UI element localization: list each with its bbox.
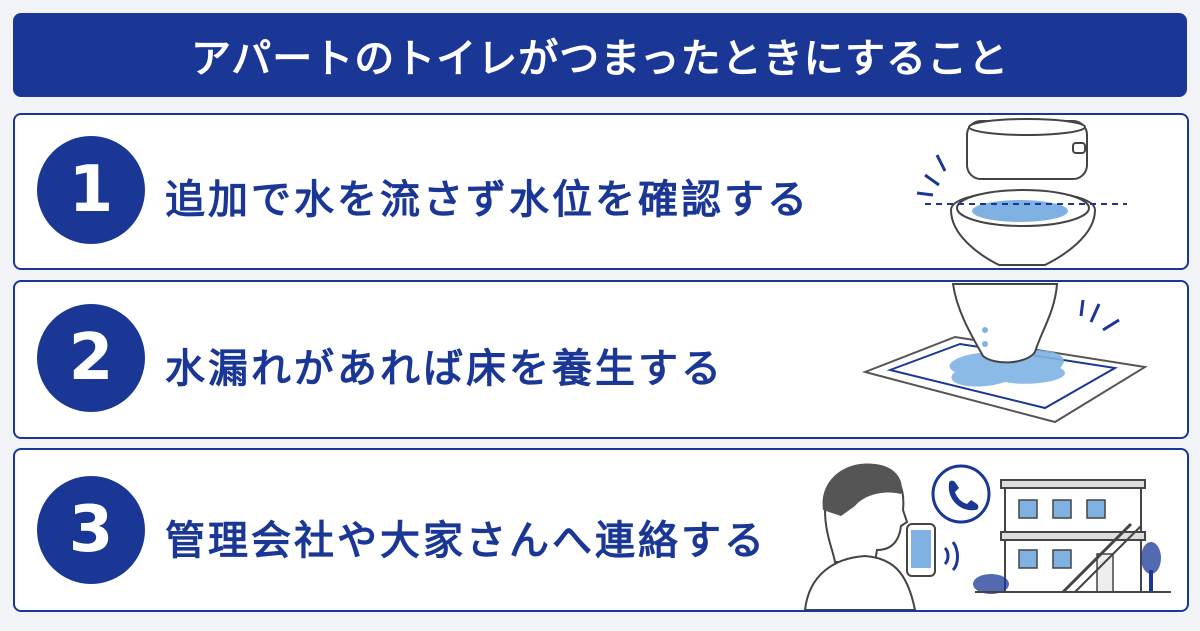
step-card-2: 2 水漏れがあれば床を養生する — [13, 280, 1189, 439]
step-number-badge: 2 — [37, 304, 145, 412]
step-text: 追加で水を流さず水位を確認する — [165, 177, 810, 223]
title-banner: アパートのトイレがつまったときにすること — [13, 13, 1187, 97]
person-calling-landlord-icon — [803, 463, 1171, 610]
page-title: アパートのトイレがつまったときにすること — [191, 36, 1009, 82]
step-number: 1 — [68, 153, 114, 227]
toilet-water-level-icon — [916, 118, 1127, 266]
toilet-floor-protection-icon — [861, 283, 1148, 424]
step-number-badge: 3 — [37, 476, 145, 584]
step-number-badge: 1 — [37, 136, 145, 244]
step-card-3: 3 管理会社や大家さんへ連絡する — [13, 448, 1189, 612]
step-text: 水漏れがあれば床を養生する — [165, 346, 724, 392]
step-card-1: 1 追加で水を流さず水位を確認する — [13, 113, 1189, 270]
step-number: 3 — [68, 493, 114, 567]
step-number: 2 — [68, 321, 114, 395]
step-text: 管理会社や大家さんへ連絡する — [165, 518, 767, 564]
